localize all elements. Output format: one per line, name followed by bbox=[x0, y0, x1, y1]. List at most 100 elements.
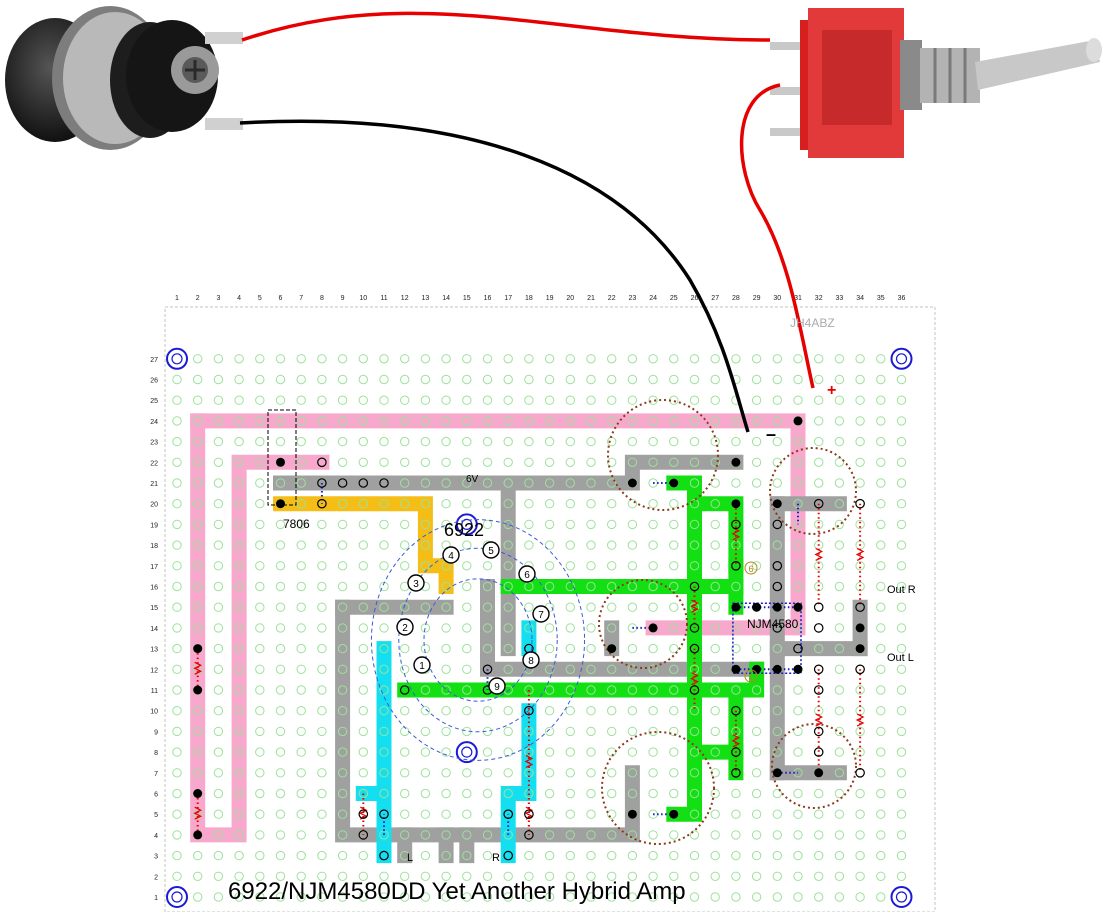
hole bbox=[751, 540, 762, 550]
resistor bbox=[690, 599, 699, 613]
hole bbox=[669, 664, 679, 674]
hole bbox=[193, 499, 203, 509]
hole bbox=[751, 436, 762, 447]
hole bbox=[710, 643, 720, 654]
hole bbox=[400, 354, 410, 364]
hole bbox=[544, 540, 555, 550]
hole bbox=[565, 768, 575, 778]
hole bbox=[275, 726, 286, 737]
hole bbox=[296, 830, 306, 840]
hole bbox=[793, 374, 803, 385]
hole bbox=[441, 395, 451, 405]
hole bbox=[317, 623, 327, 633]
hole bbox=[482, 850, 493, 861]
hole bbox=[420, 561, 431, 571]
open-pad bbox=[813, 498, 824, 509]
hole bbox=[772, 747, 782, 757]
hole bbox=[772, 395, 782, 405]
hole bbox=[710, 499, 720, 509]
hole bbox=[337, 581, 348, 592]
hole bbox=[296, 374, 306, 385]
hole bbox=[834, 374, 845, 385]
hole bbox=[234, 354, 244, 364]
hole bbox=[482, 892, 493, 902]
column-label: 11 bbox=[380, 295, 387, 302]
hole bbox=[731, 850, 741, 861]
tube-pin bbox=[518, 565, 536, 583]
ground-trace bbox=[335, 599, 640, 843]
hole bbox=[627, 374, 638, 385]
open-pad bbox=[379, 809, 389, 819]
hole bbox=[544, 726, 555, 737]
hole bbox=[379, 788, 389, 799]
hole bbox=[213, 871, 224, 881]
hole bbox=[358, 354, 368, 364]
hole bbox=[358, 436, 368, 447]
hole bbox=[213, 850, 224, 861]
hole bbox=[420, 416, 431, 426]
hole bbox=[648, 374, 658, 385]
hole bbox=[586, 830, 596, 840]
hole bbox=[400, 602, 410, 612]
hole bbox=[524, 892, 534, 902]
hole bbox=[565, 809, 575, 819]
hole bbox=[255, 871, 265, 881]
hole bbox=[689, 478, 700, 488]
hole bbox=[275, 436, 286, 447]
hole bbox=[607, 478, 617, 488]
hole bbox=[379, 540, 389, 550]
row-label: 25 bbox=[150, 398, 158, 405]
hole bbox=[751, 581, 762, 592]
hole bbox=[400, 747, 410, 757]
hole bbox=[441, 602, 451, 612]
open-pad bbox=[317, 478, 327, 488]
hole bbox=[710, 457, 720, 467]
solder-pad bbox=[669, 809, 679, 819]
column-label: 5 bbox=[258, 295, 262, 302]
hole bbox=[834, 830, 845, 840]
hole bbox=[565, 395, 575, 405]
hole bbox=[503, 892, 513, 902]
hole bbox=[213, 561, 224, 571]
hole bbox=[296, 416, 306, 426]
hole bbox=[296, 519, 306, 530]
ground-trace bbox=[500, 454, 744, 491]
hole bbox=[193, 747, 203, 757]
hole bbox=[565, 478, 575, 488]
hole bbox=[234, 519, 244, 530]
solder-pad bbox=[193, 644, 203, 654]
opamp-pin-marker bbox=[744, 561, 758, 575]
hole bbox=[317, 602, 327, 612]
hole bbox=[814, 643, 824, 654]
hole bbox=[358, 892, 368, 902]
hole bbox=[586, 706, 596, 716]
hole bbox=[648, 685, 658, 695]
hole bbox=[503, 623, 513, 633]
hole bbox=[213, 664, 224, 674]
hole bbox=[834, 664, 845, 674]
row-label: 8 bbox=[154, 750, 158, 757]
hole bbox=[317, 726, 327, 737]
hole bbox=[296, 768, 306, 778]
hole bbox=[275, 747, 286, 757]
hole bbox=[296, 664, 306, 674]
hole bbox=[317, 664, 327, 674]
hole bbox=[462, 374, 472, 385]
hole bbox=[193, 395, 203, 405]
hole bbox=[441, 436, 451, 447]
hole bbox=[400, 768, 410, 778]
hole bbox=[337, 416, 348, 426]
hole bbox=[544, 354, 555, 364]
hole bbox=[358, 706, 368, 716]
hole bbox=[834, 685, 845, 695]
hole bbox=[876, 850, 886, 861]
hole bbox=[876, 747, 886, 757]
hole bbox=[193, 374, 203, 385]
hole bbox=[193, 892, 203, 902]
hole bbox=[172, 478, 182, 488]
hole bbox=[172, 643, 182, 654]
column-label: 33 bbox=[836, 295, 844, 302]
column-label: 9 bbox=[341, 295, 345, 302]
hole bbox=[689, 892, 700, 902]
hole bbox=[482, 416, 493, 426]
